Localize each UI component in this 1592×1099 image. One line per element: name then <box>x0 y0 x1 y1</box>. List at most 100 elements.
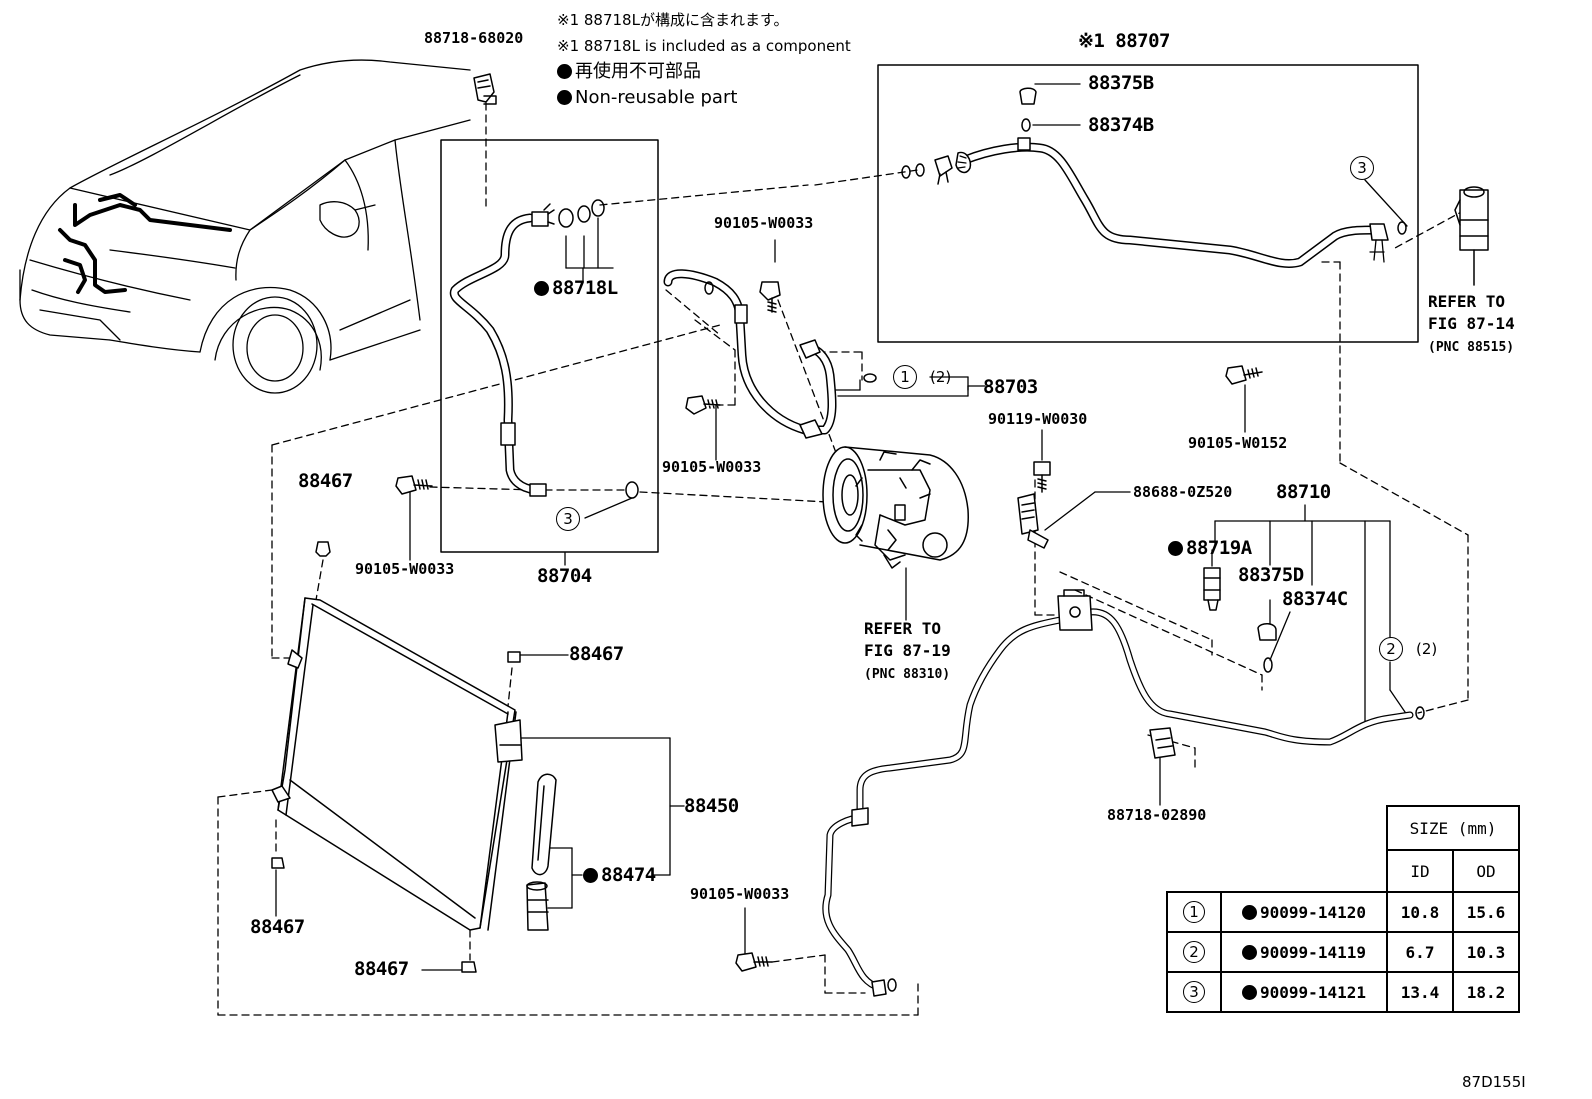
sensor-88718-02890-icon <box>1149 727 1176 759</box>
bolt-90119-W0030-icon <box>1033 461 1051 493</box>
bolt-90105-W0033-b-icon <box>685 395 721 415</box>
label-88374B[interactable]: 88374B <box>1088 114 1154 136</box>
nonreusable-dot-icon <box>557 90 572 105</box>
label-90105-W0033-a[interactable]: 90105-W0033 <box>714 214 814 232</box>
oring-part-1[interactable]: 90099-14120 <box>1220 891 1388 933</box>
refer-a-pnc: (PNC 88515) <box>1428 340 1515 355</box>
qty-88703: (2) <box>930 368 952 386</box>
pipe-88710-icon <box>822 589 1425 997</box>
label-88710[interactable]: 88710 <box>1276 481 1331 503</box>
bolt-90105-W0033-c-icon <box>395 475 433 495</box>
nonreusable-dot-icon <box>1242 984 1258 1000</box>
nonreusable-dot-icon <box>557 64 572 79</box>
label-88467-b[interactable]: 88467 <box>569 643 624 665</box>
label-88704[interactable]: 88704 <box>537 565 592 587</box>
nonreusable-note-jp-text: 再使用不可部品 <box>575 61 701 82</box>
oring-od-1: 15.6 <box>1452 891 1520 933</box>
nonreusable-dot-icon <box>1242 904 1258 920</box>
oring-od-3: 18.2 <box>1452 971 1520 1013</box>
label-88718-02890[interactable]: 88718-02890 <box>1107 806 1207 824</box>
label-90105-W0152[interactable]: 90105-W0152 <box>1188 434 1288 452</box>
size-table-header-row: SIZE (mm) <box>1167 805 1520 851</box>
expansion-valve-icon <box>1454 186 1489 286</box>
oring-circle-3-a: 3 <box>1350 156 1374 180</box>
label-88467-c[interactable]: 88467 <box>250 916 305 938</box>
label-88719A-text: 88719A <box>1186 537 1252 559</box>
bracket-pins-icon <box>271 541 521 973</box>
oring-part-1-text: 90099-14120 <box>1260 902 1366 922</box>
label-88688-0Z520[interactable]: 88688-0Z520 <box>1133 483 1233 501</box>
vehicle-ac-lines <box>58 193 232 294</box>
bolt-90105-W0033-a-icon <box>759 281 781 313</box>
dashed-leaders <box>217 102 1469 1016</box>
box-88704 <box>440 139 659 553</box>
label-88718L[interactable]: 88718L <box>534 279 618 298</box>
clamp-88688-0Z520-icon <box>1017 493 1049 549</box>
label-90105-W0033-d[interactable]: 90105-W0033 <box>690 885 790 903</box>
oring-part-3-text: 90099-14121 <box>1260 982 1366 1002</box>
oring-od-2: 10.3 <box>1452 931 1520 973</box>
refer-a-line1: REFER TO <box>1428 292 1506 311</box>
label-88707[interactable]: ※1 88707 <box>1078 30 1171 52</box>
label-88374C[interactable]: 88374C <box>1282 588 1348 610</box>
solid-leaders <box>275 83 1408 971</box>
label-88450[interactable]: 88450 <box>684 795 739 817</box>
nonreusable-dot-icon <box>583 868 598 883</box>
component-note-en: ※1 88718L is included as a component <box>557 37 851 55</box>
nonreusable-note-en: Non-reusable part <box>557 89 737 107</box>
condenser-icon <box>271 597 523 931</box>
label-88375D[interactable]: 88375D <box>1238 564 1304 586</box>
label-90105-W0033-b[interactable]: 90105-W0033 <box>662 458 762 476</box>
bolt-icons <box>395 281 1263 972</box>
nonreusable-dot-icon <box>1242 944 1258 960</box>
sensor-88718-68020-icon <box>473 73 497 105</box>
switch-88719A-icon <box>1203 567 1221 611</box>
label-88718-68020[interactable]: 88718-68020 <box>424 29 524 47</box>
oring-part-2[interactable]: 90099-14119 <box>1220 931 1388 973</box>
label-88703[interactable]: 88703 <box>983 376 1038 398</box>
refer-b-line2: FIG 87-19 <box>864 641 951 660</box>
oring-size-table: SIZE (mm) ID OD 1 90099-14120 10.8 15.6 … <box>1166 805 1520 1013</box>
label-90119-W0030[interactable]: 90119-W0030 <box>988 410 1088 428</box>
label-88467-a[interactable]: 88467 <box>298 470 353 492</box>
label-88474-text: 88474 <box>601 864 656 886</box>
refer-fig-87-19[interactable]: REFER TO FIG 87-19 (PNC 88310) <box>864 618 951 686</box>
table-row: 1 90099-14120 10.8 15.6 <box>1166 891 1520 933</box>
cap-88375D-icon <box>1257 623 1277 641</box>
col-od: OD <box>1452 849 1520 893</box>
oring-circle-2: 2 <box>1183 941 1205 963</box>
label-88719A[interactable]: 88719A <box>1168 539 1252 558</box>
vehicle-outline <box>19 59 471 394</box>
nonreusable-note-jp: 再使用不可部品 <box>557 63 701 81</box>
oring-id-2: 6.7 <box>1386 931 1454 973</box>
refer-fig-87-14[interactable]: REFER TO FIG 87-14 (PNC 88515) <box>1428 291 1515 359</box>
oring-id-3: 13.4 <box>1386 971 1454 1013</box>
oring-id-1: 10.8 <box>1386 891 1454 933</box>
size-header: SIZE (mm) <box>1386 805 1520 851</box>
qty-88710: (2) <box>1416 640 1438 658</box>
oring-part-3[interactable]: 90099-14121 <box>1220 971 1388 1013</box>
label-88718L-text: 88718L <box>552 277 618 299</box>
oring-circle-2: 2 <box>1379 637 1403 661</box>
label-88375B[interactable]: 88375B <box>1088 72 1154 94</box>
nonreusable-dot-icon <box>1168 541 1183 556</box>
bolt-90105-W0033-d-icon <box>735 952 773 972</box>
table-row: 3 90099-14121 13.4 18.2 <box>1166 971 1520 1013</box>
label-88467-d[interactable]: 88467 <box>354 958 409 980</box>
label-88474[interactable]: 88474 <box>583 866 656 885</box>
label-90105-W0033-c[interactable]: 90105-W0033 <box>355 560 455 578</box>
oring-circle-3-b: 3 <box>556 507 580 531</box>
oring-part-2-text: 90099-14119 <box>1260 942 1366 962</box>
box-88707 <box>877 64 1419 343</box>
table-row: 2 90099-14119 6.7 10.3 <box>1166 931 1520 973</box>
compressor-icon <box>822 446 969 569</box>
oring-circle-1: 1 <box>1183 901 1205 923</box>
bolt-90105-W0152-icon <box>1225 365 1263 385</box>
size-table-subheader-row: ID OD <box>1167 849 1520 893</box>
oring-circle-3: 3 <box>1183 981 1205 1003</box>
hose-88703-icon <box>663 269 877 439</box>
refer-b-line1: REFER TO <box>864 619 942 638</box>
component-note-jp: ※1 88718Lが構成に含まれます。 <box>557 11 789 29</box>
nonreusable-note-en-text: Non-reusable part <box>575 87 738 108</box>
